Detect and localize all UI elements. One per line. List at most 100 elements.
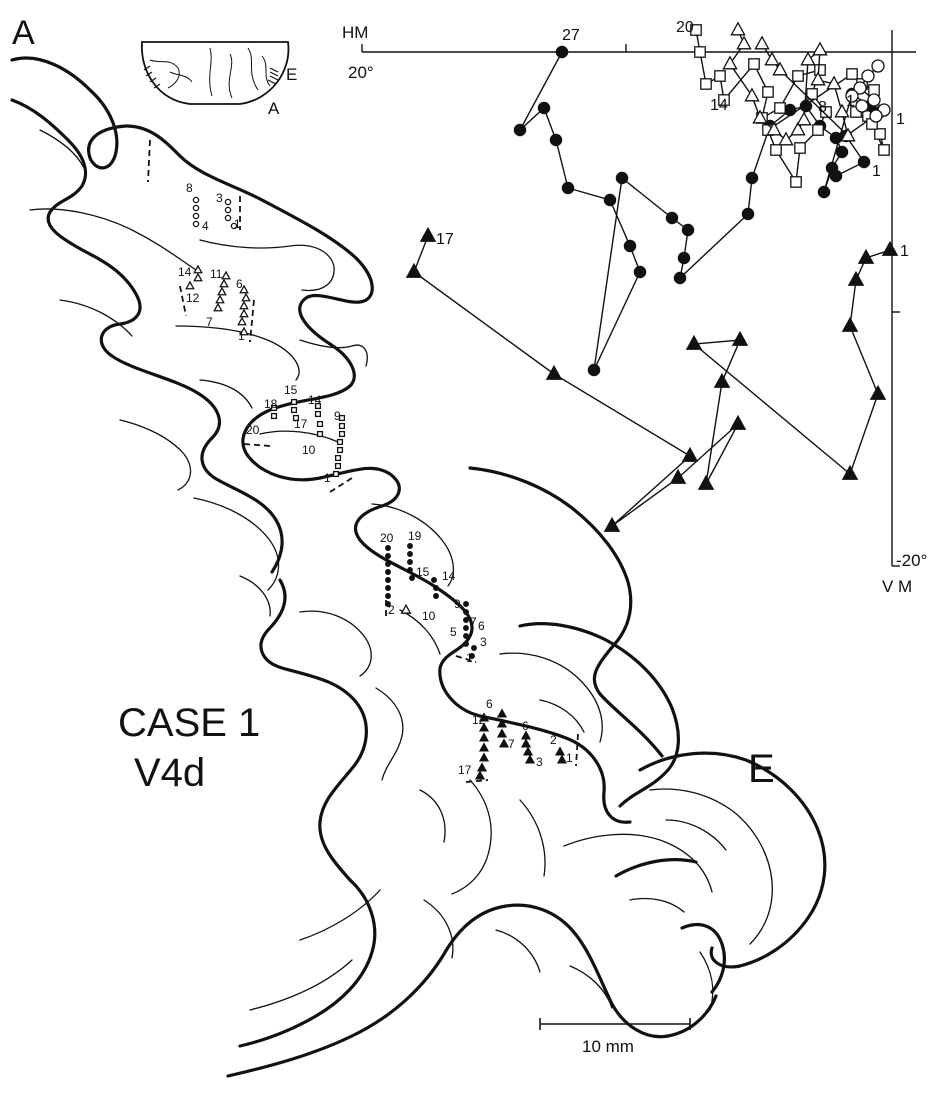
inset-label-a: A — [268, 99, 280, 118]
filled-triangle-site — [480, 754, 488, 761]
site-number-label: 20 — [380, 531, 394, 545]
site-number-label: 9 — [454, 597, 461, 611]
open-triangle-trace-point — [797, 113, 810, 125]
open-square-trace-point — [771, 145, 781, 155]
site-number-label: 12 — [186, 291, 200, 305]
plot-label-27: 27 — [562, 27, 580, 44]
site-number-label: 3 — [216, 191, 223, 205]
open-triangle-site — [186, 282, 193, 289]
filled-circle-site — [464, 618, 469, 623]
area-borders — [148, 140, 578, 782]
site-number-label: 3 — [480, 635, 487, 649]
open-triangle-site — [240, 302, 247, 309]
filled-triangle-site — [522, 740, 530, 747]
open-triangle-site — [218, 288, 225, 295]
open-square-site — [272, 414, 277, 419]
x-extent-label: 20° — [348, 63, 374, 82]
filled-triangle-trace-point — [421, 228, 435, 241]
plot-label-8: 8 — [818, 99, 827, 116]
site-number-label: 12 — [472, 713, 486, 727]
site-number-label: 6 — [486, 697, 493, 711]
filled-triangle-site — [524, 748, 532, 755]
filled-circle-site — [408, 560, 413, 565]
open-square-site — [292, 408, 297, 413]
white-matter-boundary — [30, 130, 772, 1010]
filled-triangle-trace-point — [699, 476, 713, 489]
filled-circle-site — [386, 546, 391, 551]
filled-circle-trace-point — [742, 208, 753, 219]
filled-circle-site — [434, 586, 439, 591]
open-triangle-trace-point — [801, 53, 814, 65]
open-triangle-site — [402, 605, 411, 613]
filled-triangle-trace-point — [731, 416, 745, 429]
site-number-label: 11 — [210, 267, 223, 281]
filled-circle-site — [464, 602, 469, 607]
site-number-label: 1 — [466, 651, 473, 665]
filled-triangle-trace-point — [843, 466, 857, 479]
open-circle-trace-point — [870, 110, 882, 122]
filled-triangle-trace-point — [605, 518, 619, 531]
open-square-trace-point — [715, 71, 725, 81]
open-triangle-trace-point — [745, 89, 758, 101]
open-square-site — [340, 424, 345, 429]
filled-circle-site — [432, 578, 437, 583]
site-number-label: 10 — [302, 443, 316, 457]
site-number-label: 17 — [294, 417, 308, 431]
filled-triangle-site — [526, 756, 534, 763]
open-triangle-site — [194, 274, 201, 281]
site-number-label: 15 — [416, 565, 430, 579]
open-square-trace-point — [791, 177, 801, 187]
filled-triangle-site — [558, 756, 566, 763]
filled-circle-site — [472, 646, 477, 651]
section-label: E — [748, 747, 775, 791]
site-number-label: 14 — [442, 569, 456, 583]
filled-circle-trace-point — [674, 272, 685, 283]
site-number-label: 15 — [284, 383, 298, 397]
case-label: CASE 1 — [118, 701, 260, 745]
site-number-label: 7 — [206, 315, 213, 329]
plot-label-17: 17 — [436, 231, 454, 248]
open-triangle-trace-point — [731, 23, 744, 35]
filled-circle-trace-point — [588, 364, 599, 375]
open-circle-trace-point — [872, 60, 884, 72]
site-number-label: 14 — [178, 265, 192, 279]
open-circle-site — [193, 197, 198, 202]
site-number-label: 18 — [264, 397, 278, 411]
field-map-axes — [362, 30, 916, 566]
open-triangle-site — [214, 304, 221, 311]
filled-circle-trace-point — [830, 132, 841, 143]
open-square-trace-point — [815, 65, 825, 75]
open-square-trace-point — [701, 79, 711, 89]
site-number-label: 9 — [334, 409, 341, 423]
site-number-label: 1 — [566, 751, 573, 765]
open-triangle-site — [216, 296, 223, 303]
open-square-trace-point — [879, 145, 889, 155]
open-square-site — [292, 400, 297, 405]
filled-triangle-trace-point — [687, 336, 701, 349]
plot-label-1b: 1 — [896, 111, 905, 128]
open-square-site — [340, 432, 345, 437]
filled-triangle-site — [500, 740, 508, 747]
filled-circle-trace-point — [830, 170, 841, 181]
filled-circle-trace-point — [836, 146, 847, 157]
filled-circle-trace-point — [550, 134, 561, 145]
open-square-site — [336, 456, 341, 461]
scale-bar-label: 10 mm — [582, 1037, 634, 1056]
open-square-site — [334, 472, 339, 477]
open-square-trace-point — [775, 103, 785, 113]
filled-triangle-trace-point — [683, 448, 697, 461]
filled-triangle-site — [480, 734, 488, 741]
filled-circle-site — [386, 570, 391, 575]
panel-letter: A — [12, 14, 35, 52]
inset-label-e: E — [286, 65, 297, 84]
plot-label-1a: 1 — [846, 93, 855, 110]
filled-circle-trace-point — [556, 46, 567, 57]
open-square-trace-point — [875, 129, 885, 139]
site-number-label: 6 — [478, 619, 485, 633]
site-number-label: 8 — [186, 181, 193, 195]
open-square-site — [318, 432, 323, 437]
filled-triangle-trace-point — [715, 374, 729, 387]
filled-triangle-trace-point — [871, 386, 885, 399]
filled-circle-trace-point — [562, 182, 573, 193]
